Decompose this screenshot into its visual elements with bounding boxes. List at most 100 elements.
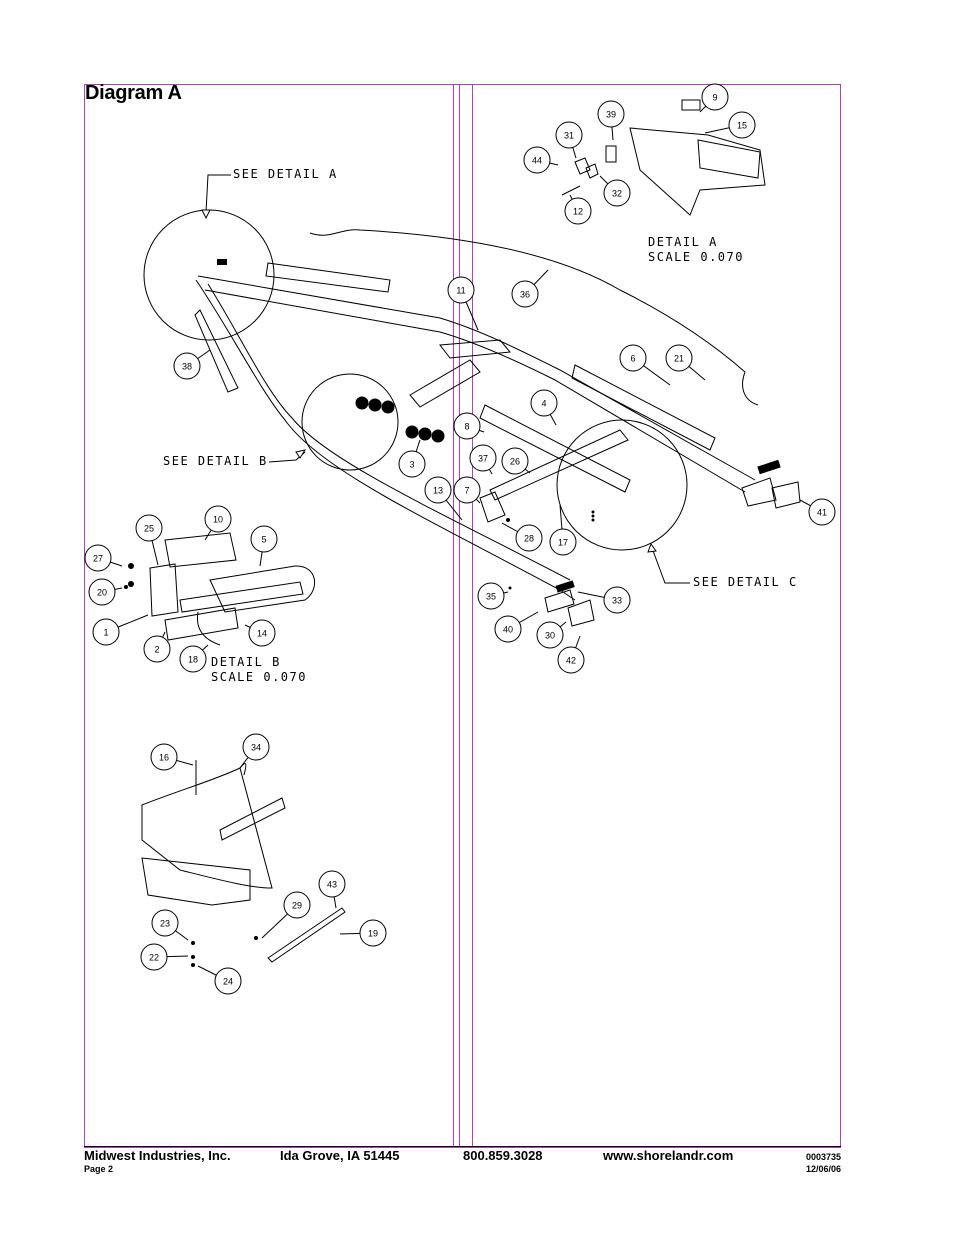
part-number-label: 27 xyxy=(93,554,103,564)
part-bubble xyxy=(398,450,426,478)
part-bubble xyxy=(469,444,497,472)
part-bubble xyxy=(494,615,522,643)
part-bubble xyxy=(250,525,278,553)
part-number-label: 36 xyxy=(520,290,530,300)
part-number-label: 31 xyxy=(564,131,574,141)
part-number-label: 21 xyxy=(674,354,684,364)
part-number-label: 40 xyxy=(503,625,513,635)
part-number-label: 13 xyxy=(433,486,443,496)
part-number-label: 8 xyxy=(464,422,469,432)
part-bubble xyxy=(143,635,171,663)
part-bubble xyxy=(523,146,551,174)
part-number-label: 32 xyxy=(612,189,622,199)
part-number-label: 28 xyxy=(524,534,534,544)
part-callout-40: 40 xyxy=(494,611,539,643)
part-callout-7: 7 xyxy=(453,476,481,504)
part-callout-20: 20 xyxy=(88,578,123,606)
part-number-label: 37 xyxy=(478,454,488,464)
part-number-label: 12 xyxy=(573,207,583,217)
part-callout-23: 23 xyxy=(151,909,189,941)
part-bubble xyxy=(359,919,387,947)
part-bubble xyxy=(214,967,242,995)
footer-rule xyxy=(84,1146,841,1147)
part-bubble xyxy=(536,621,564,649)
part-callout-11: 11 xyxy=(447,276,479,331)
part-callout-15: 15 xyxy=(704,111,756,139)
part-bubble xyxy=(424,476,452,504)
part-number-label: 15 xyxy=(737,121,747,131)
part-callout-39: 39 xyxy=(597,100,625,141)
see-detail-c-label: SEE DETAIL C xyxy=(693,575,798,589)
part-number-label: 33 xyxy=(612,596,622,606)
part-bubble xyxy=(248,619,276,647)
part-bubble xyxy=(283,891,311,919)
part-bubble xyxy=(204,505,232,533)
part-bubble xyxy=(242,733,270,761)
see-detail-b-label: SEE DETAIL B xyxy=(163,454,268,468)
guide-line xyxy=(472,84,473,1148)
part-callout-5: 5 xyxy=(250,525,278,567)
part-callout-41: 41 xyxy=(799,498,836,526)
see-detail-a-label: SEE DETAIL A xyxy=(233,167,338,181)
part-callout-16: 16 xyxy=(150,743,194,771)
part-callout-42: 42 xyxy=(557,635,585,674)
part-callout-25: 25 xyxy=(135,514,163,566)
part-number-label: 6 xyxy=(630,354,635,364)
part-number-label: 35 xyxy=(486,592,496,602)
page-frame xyxy=(84,84,841,1148)
part-bubble xyxy=(135,514,163,542)
part-bubble xyxy=(92,618,120,646)
part-bubble xyxy=(728,111,756,139)
part-callout-14: 14 xyxy=(244,619,276,647)
footer-company: Midwest Industries, Inc. xyxy=(84,1148,231,1163)
part-callout-9: 9 xyxy=(699,83,729,113)
part-number-label: 34 xyxy=(251,743,261,753)
part-number-label: 25 xyxy=(144,524,154,534)
part-number-label: 20 xyxy=(97,588,107,598)
part-number-label: 41 xyxy=(817,508,827,518)
part-bubble xyxy=(88,578,116,606)
part-bubble xyxy=(619,344,647,372)
part-callout-12: 12 xyxy=(564,194,592,225)
part-callout-35: 35 xyxy=(477,582,509,610)
part-number-label: 9 xyxy=(712,93,717,103)
part-bubble xyxy=(477,582,505,610)
part-callout-6: 6 xyxy=(619,344,671,386)
detail-a-scale: SCALE 0.070 xyxy=(648,250,744,264)
part-callout-3: 3 xyxy=(398,439,426,478)
detail-b-scale: SCALE 0.070 xyxy=(211,670,307,684)
part-number-label: 19 xyxy=(368,929,378,939)
part-callout-28: 28 xyxy=(501,522,543,552)
part-bubble xyxy=(84,544,112,572)
part-bubble xyxy=(179,645,207,673)
part-callout-38: 38 xyxy=(173,349,211,380)
part-number-label: 10 xyxy=(213,515,223,525)
part-callout-17: 17 xyxy=(549,504,577,556)
part-callout-2: 2 xyxy=(143,631,171,663)
part-bubble xyxy=(603,586,631,614)
part-bubble xyxy=(597,100,625,128)
part-bubble xyxy=(603,179,631,207)
footer-phone: 800.859.3028 xyxy=(463,1148,543,1163)
part-bubble xyxy=(511,280,539,308)
part-callout-24: 24 xyxy=(197,965,242,995)
part-bubble xyxy=(665,344,693,372)
footer-website: www.shorelandr.com xyxy=(603,1148,734,1163)
footer-date: 12/06/06 xyxy=(806,1164,842,1174)
part-number-label: 38 xyxy=(182,362,192,372)
page-title: Diagram A xyxy=(85,82,182,104)
part-callout-31: 31 xyxy=(555,121,583,159)
part-number-label: 11 xyxy=(456,286,465,296)
part-bubble xyxy=(555,121,583,149)
part-callout-1: 1 xyxy=(92,614,149,646)
part-callout-37: 37 xyxy=(469,444,497,475)
part-number-label: 5 xyxy=(261,535,266,545)
part-number-label: 3 xyxy=(409,460,414,470)
part-bubble xyxy=(530,389,558,417)
part-number-label: 1 xyxy=(103,628,108,638)
part-callout-36: 36 xyxy=(511,269,549,308)
part-callout-8: 8 xyxy=(453,412,485,440)
part-number-label: 42 xyxy=(566,656,576,666)
part-number-label: 24 xyxy=(223,977,233,987)
